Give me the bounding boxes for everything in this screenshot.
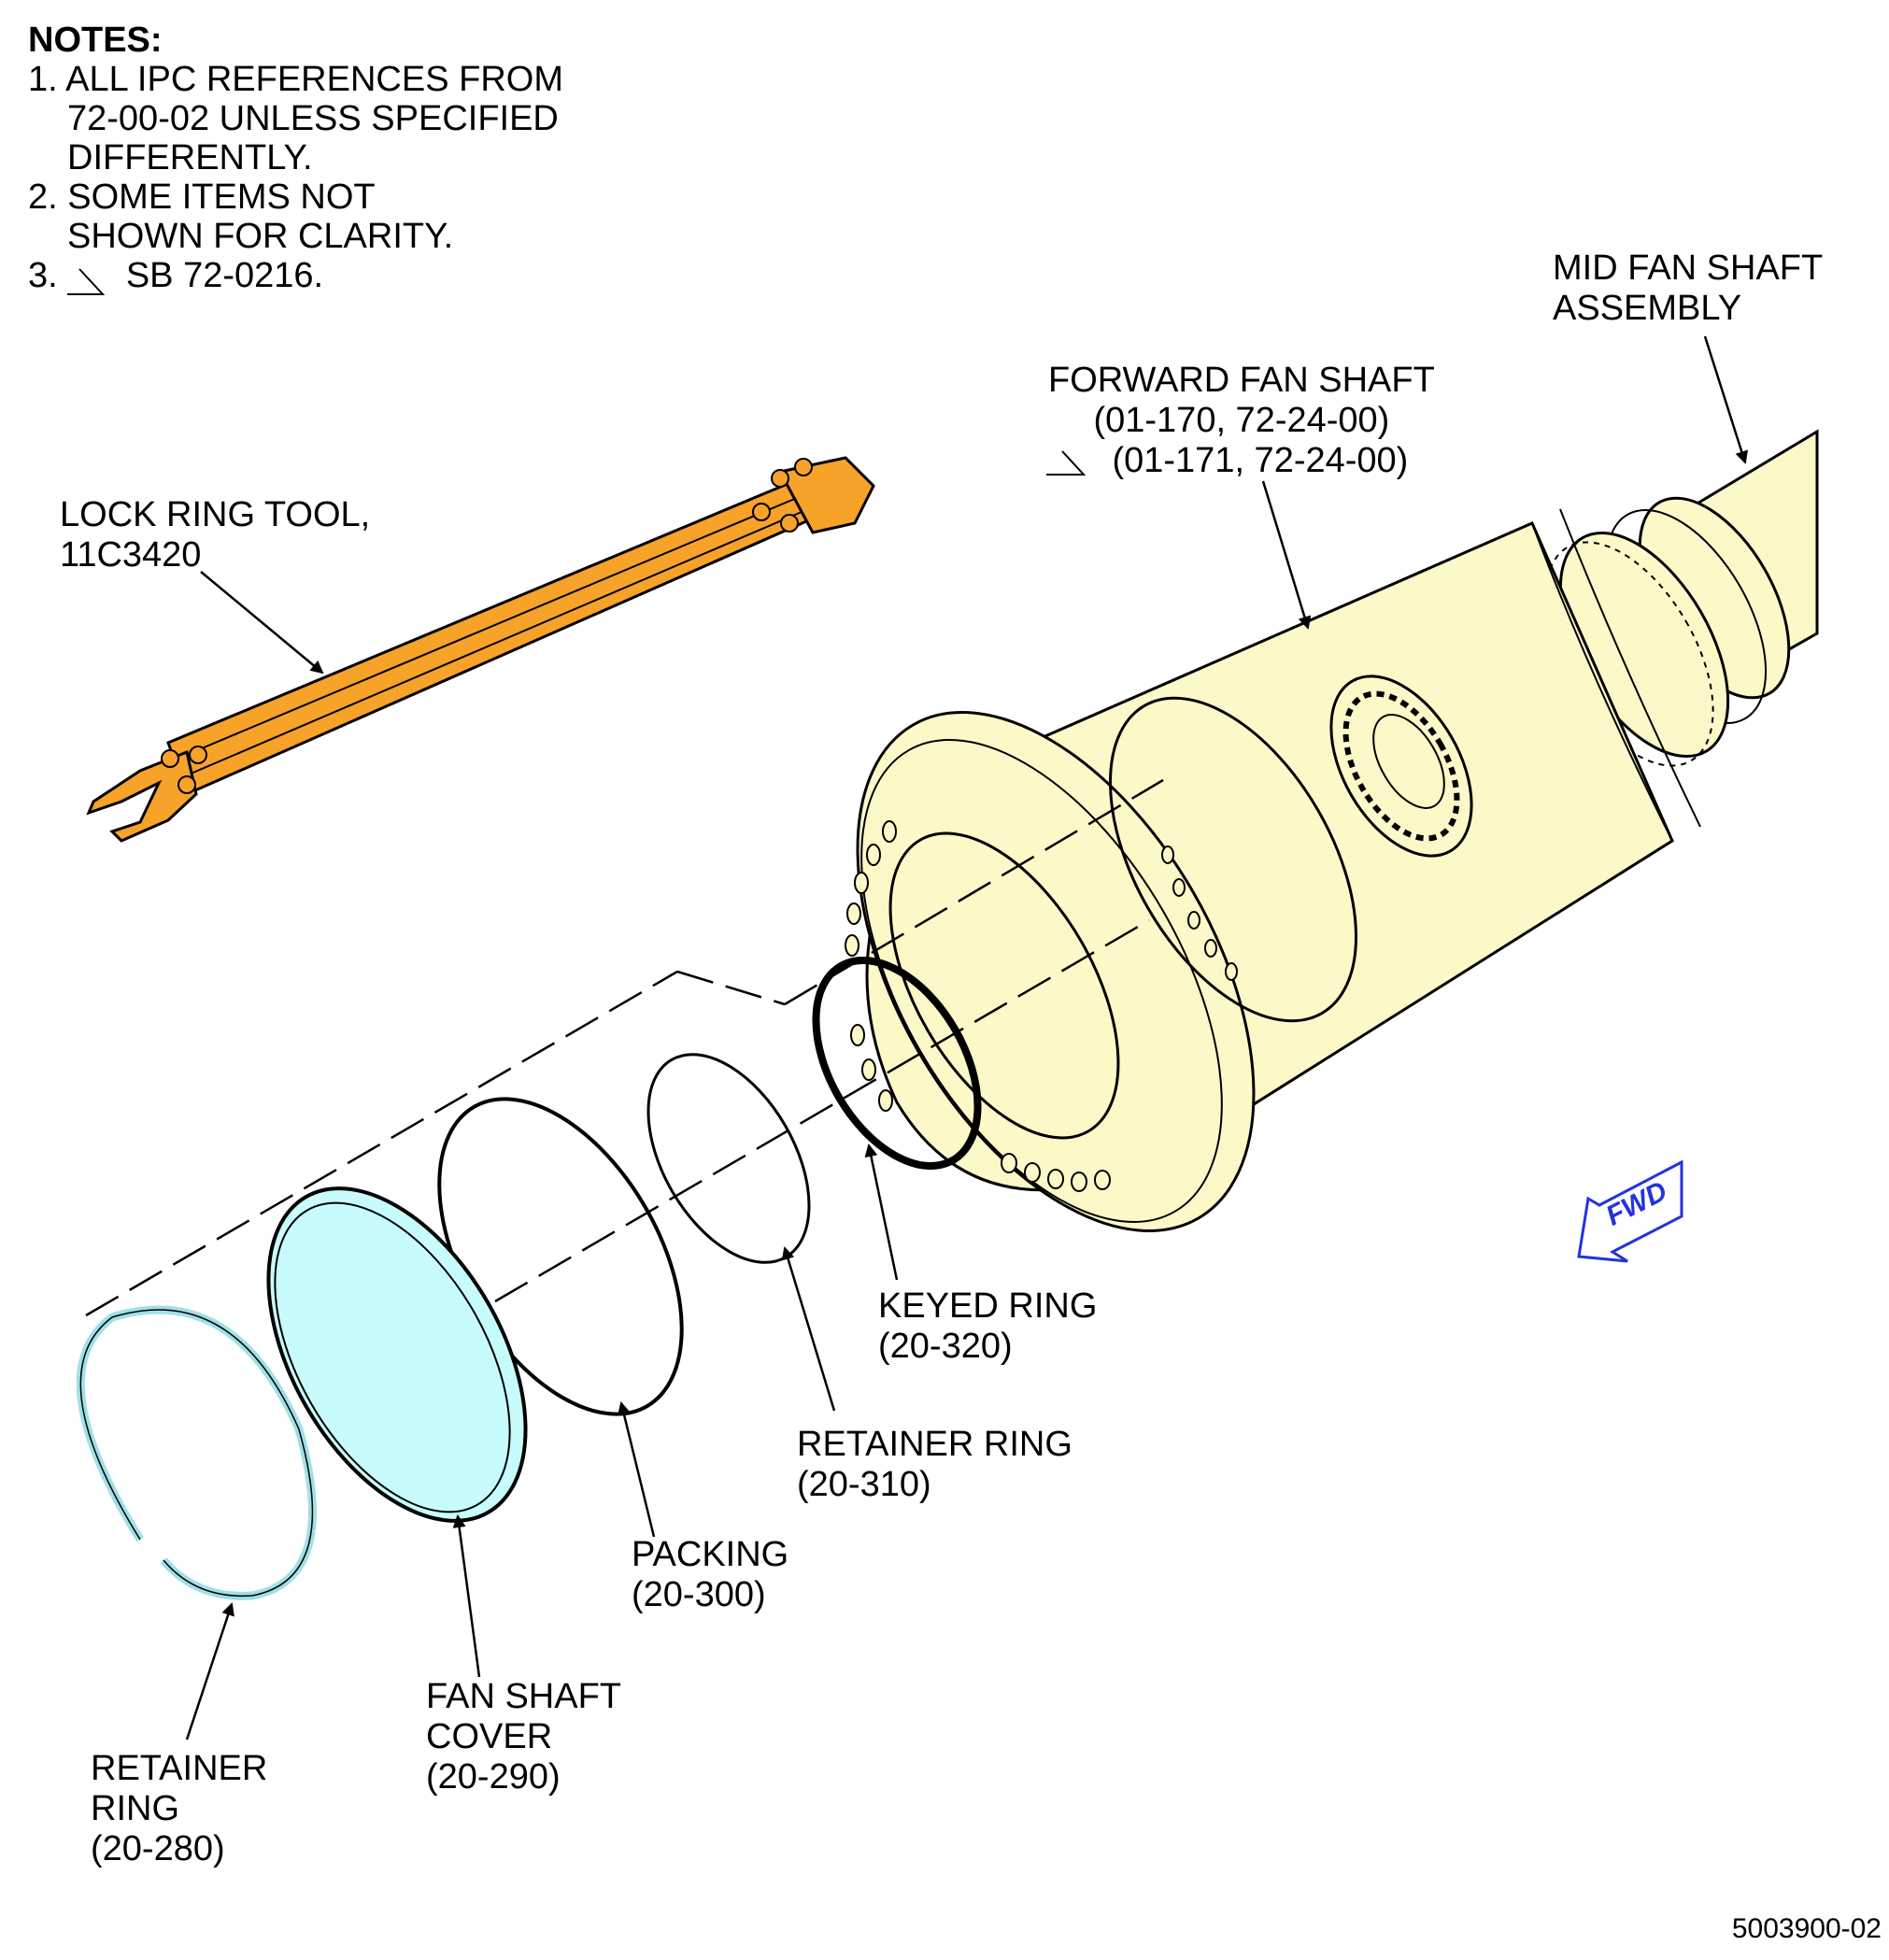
note-text: SB 72-0216. bbox=[125, 256, 324, 295]
mid-fan-shaft bbox=[1544, 429, 1819, 767]
note-text: ALL IPC REFERENCES FROM bbox=[65, 60, 563, 99]
explode-center-lines bbox=[85, 778, 1164, 1317]
fwd-arrow-icon bbox=[1577, 1159, 1683, 1263]
note-1-line-3: DIFFERENTLY. bbox=[67, 138, 313, 178]
note-1: 1. ALL IPC REFERENCES FROM bbox=[28, 60, 563, 99]
retainer-ring-280 bbox=[76, 1305, 317, 1600]
note-number: 3. bbox=[28, 256, 58, 295]
label-lock-ring-tool: LOCK RING TOOL, 11C3420 bbox=[60, 495, 371, 575]
fan-shaft-cover bbox=[266, 1186, 528, 1523]
sb-symbol-icon bbox=[67, 268, 1087, 476]
note-number: 1. bbox=[28, 60, 58, 99]
document-number: 5003900-02 bbox=[1731, 1913, 1882, 1944]
note-1-line-2: 72-00-02 UNLESS SPECIFIED bbox=[67, 99, 559, 138]
note-3: 3. SB 72-0216. bbox=[28, 256, 563, 295]
label-retainer-ring-310: RETAINER RING (20-310) bbox=[797, 1425, 1072, 1504]
label-fan-shaft-cover: FAN SHAFT COVER (20-290) bbox=[426, 1677, 622, 1797]
notes-title: NOTES: bbox=[28, 21, 163, 60]
note-2-line-2: SHOWN FOR CLARITY. bbox=[67, 217, 454, 256]
label-forward-fan-shaft: FORWARD FAN SHAFT (01-170, 72-24-00) (01… bbox=[1048, 361, 1435, 480]
forward-fan-shaft bbox=[845, 508, 1701, 1232]
note-number: 2. bbox=[28, 178, 58, 217]
label-keyed-ring: KEYED RING (20-320) bbox=[878, 1286, 1098, 1366]
retainer-ring-310 bbox=[646, 1053, 811, 1264]
notes-block: NOTES: 1. ALL IPC REFERENCES FROM 72-00-… bbox=[28, 21, 563, 295]
label-retainer-ring-280: RETAINER RING (20-280) bbox=[91, 1749, 268, 1868]
lock-ring-tool bbox=[86, 456, 875, 843]
note-2: 2. SOME ITEMS NOT bbox=[28, 178, 563, 217]
note-text: SOME ITEMS NOT bbox=[67, 178, 376, 217]
label-packing: PACKING (20-300) bbox=[632, 1535, 789, 1614]
label-mid-fan-shaft: MID FAN SHAFT ASSEMBLY bbox=[1553, 249, 1824, 328]
keyed-ring bbox=[812, 957, 982, 1170]
leader-lines bbox=[185, 335, 1749, 1740]
